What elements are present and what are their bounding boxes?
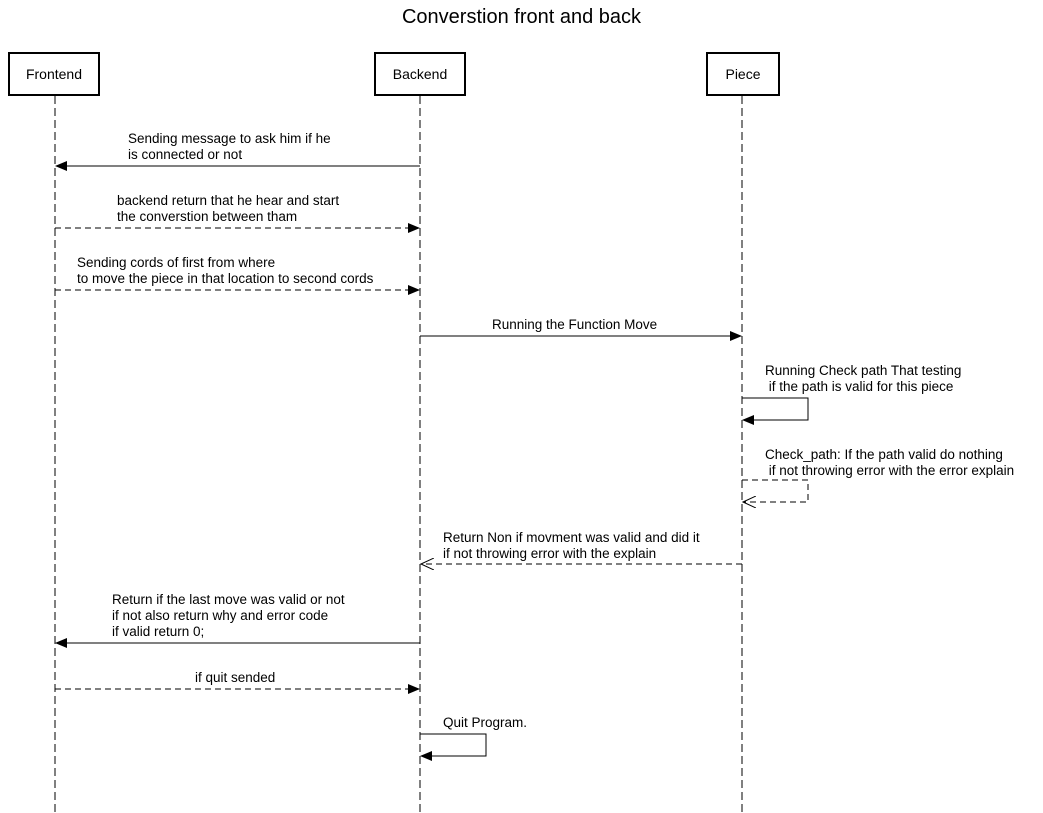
self-message-arrow xyxy=(742,397,809,425)
actor-backend: Backend xyxy=(374,52,466,96)
self-message-arrow xyxy=(420,733,487,761)
message-label: Check_path: If the path valid do nothing… xyxy=(765,447,1015,478)
message-label: Return Non if movment was valid and did … xyxy=(443,530,700,561)
message-label: backend return that he hear and start th… xyxy=(117,193,340,224)
actor-frontend: Frontend xyxy=(8,52,100,96)
message-label: Sending message to ask him if he is conn… xyxy=(128,131,331,162)
message-label: Running the Function Move xyxy=(492,317,658,332)
message-label: Quit Program. xyxy=(443,715,528,730)
message-label: if quit sended xyxy=(195,670,276,685)
diagram-title: Converstion front and back xyxy=(401,6,642,28)
message-label: Sending cords of first from where to mov… xyxy=(77,255,374,286)
self-message-arrow xyxy=(742,479,809,502)
message-label: Running Check path That testing if the p… xyxy=(765,363,962,394)
message-label: Return if the last move was valid or not… xyxy=(112,592,345,639)
actor-piece: Piece xyxy=(706,52,780,96)
